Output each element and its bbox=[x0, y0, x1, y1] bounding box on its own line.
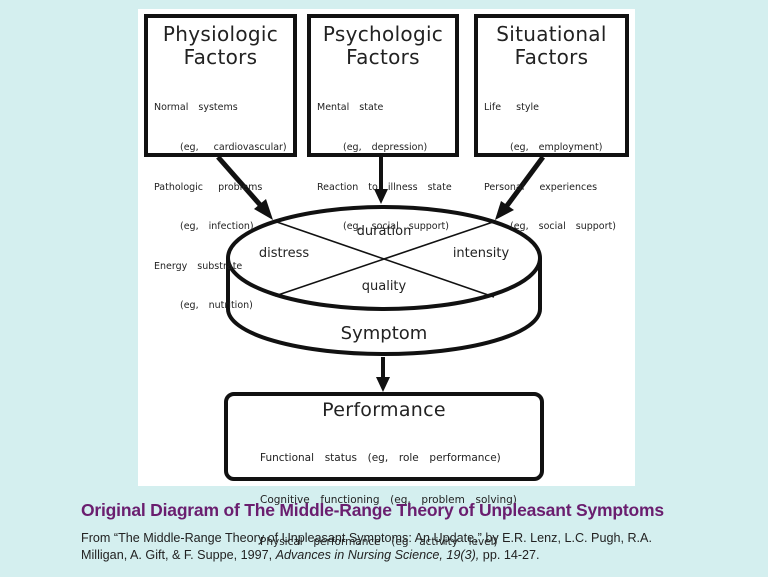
factor-title-line: Physiologic bbox=[162, 22, 279, 46]
factor-item-label: Mental state bbox=[317, 102, 384, 114]
factor-title-line: Factors bbox=[346, 45, 420, 69]
symptom-disk: duration distress intensity quality Symp… bbox=[226, 205, 542, 356]
factor-title-line: Situational bbox=[496, 22, 607, 46]
factor-items: Normal systems (eg, cardiovascular) Path… bbox=[148, 75, 293, 339]
arrow-physiologic-to-symptom bbox=[216, 155, 273, 220]
factor-item-label: Reaction to illness state bbox=[317, 181, 452, 193]
factor-item-label: Personal experiences bbox=[484, 181, 598, 193]
performance-item: Cognitive functioning (eg, problem solvi… bbox=[260, 494, 517, 506]
factor-item-example: (eg, social support) bbox=[510, 221, 616, 233]
factor-title-line: Psychologic bbox=[322, 22, 444, 46]
factor-item-example: (eg, depression) bbox=[343, 142, 428, 154]
performance-box: Performance Functional status (eg, role … bbox=[224, 392, 544, 548]
factor-item-label: Normal systems bbox=[154, 102, 238, 114]
situational-factors-box: Situational Factors Life style (eg, empl… bbox=[474, 14, 629, 232]
factor-item-label: Energy substrate bbox=[154, 260, 243, 272]
performance-items: Functional status (eg, role performance)… bbox=[228, 423, 540, 577]
citation-journal: Advances in Nursing Science, 19(3), bbox=[275, 548, 480, 562]
arrow-situational-to-symptom bbox=[495, 155, 546, 220]
dimension-divider-line bbox=[274, 220, 497, 297]
symptom-label: Symptom bbox=[341, 323, 428, 344]
psychologic-factors-box: Psychologic Factors Mental state (eg, de… bbox=[307, 14, 459, 232]
factor-item-example: (eg, employment) bbox=[510, 142, 603, 154]
factor-title: Situational Factors bbox=[478, 23, 625, 69]
citation-pages: pp. 14-27. bbox=[479, 548, 540, 562]
factor-title-line: Factors bbox=[183, 45, 258, 69]
factor-title-line: Factors bbox=[514, 45, 589, 69]
diagram-canvas: duration distress intensity quality Symp… bbox=[216, 155, 546, 392]
dimension-distress: distress bbox=[259, 246, 310, 261]
physiologic-factors-box: Physiologic Factors Normal systems (eg, … bbox=[144, 14, 297, 311]
factor-item-example: (eg, cardiovascular) bbox=[180, 142, 287, 154]
factor-item-example: (eg, social support) bbox=[343, 221, 449, 233]
factor-items: Mental state (eg, depression) Reaction t… bbox=[311, 75, 455, 260]
factor-item-label: Life style bbox=[484, 102, 539, 114]
diagram-figure: duration distress intensity quality Symp… bbox=[138, 9, 635, 548]
factor-items: Life style (eg, employment) Personal exp… bbox=[478, 75, 625, 260]
factor-item-label: Pathologic problems bbox=[154, 181, 263, 193]
performance-item: Functional status (eg, role performance) bbox=[260, 452, 501, 464]
factor-title: Psychologic Factors bbox=[311, 23, 455, 69]
dimension-quality: quality bbox=[362, 279, 407, 294]
performance-title: Performance bbox=[322, 399, 446, 421]
caption-citation: From “The Middle-Range Theory of Unpleas… bbox=[81, 530, 701, 564]
dimension-duration: duration bbox=[357, 224, 412, 239]
factor-item-example: (eg, nutrition) bbox=[180, 300, 253, 312]
arrow-symptom-to-performance bbox=[376, 357, 390, 392]
factor-item-example: (eg, infection) bbox=[180, 221, 254, 233]
factor-title: Physiologic Factors bbox=[148, 23, 293, 69]
performance-item: Physical performance (eg activity level) bbox=[260, 536, 498, 548]
citation-text: From “The Middle-Range Theory of Unpleas… bbox=[81, 531, 652, 562]
caption-title: Original Diagram of The Middle-Range The… bbox=[81, 500, 664, 520]
arrow-psychologic-to-symptom bbox=[374, 157, 388, 204]
dimension-intensity: intensity bbox=[453, 246, 510, 261]
